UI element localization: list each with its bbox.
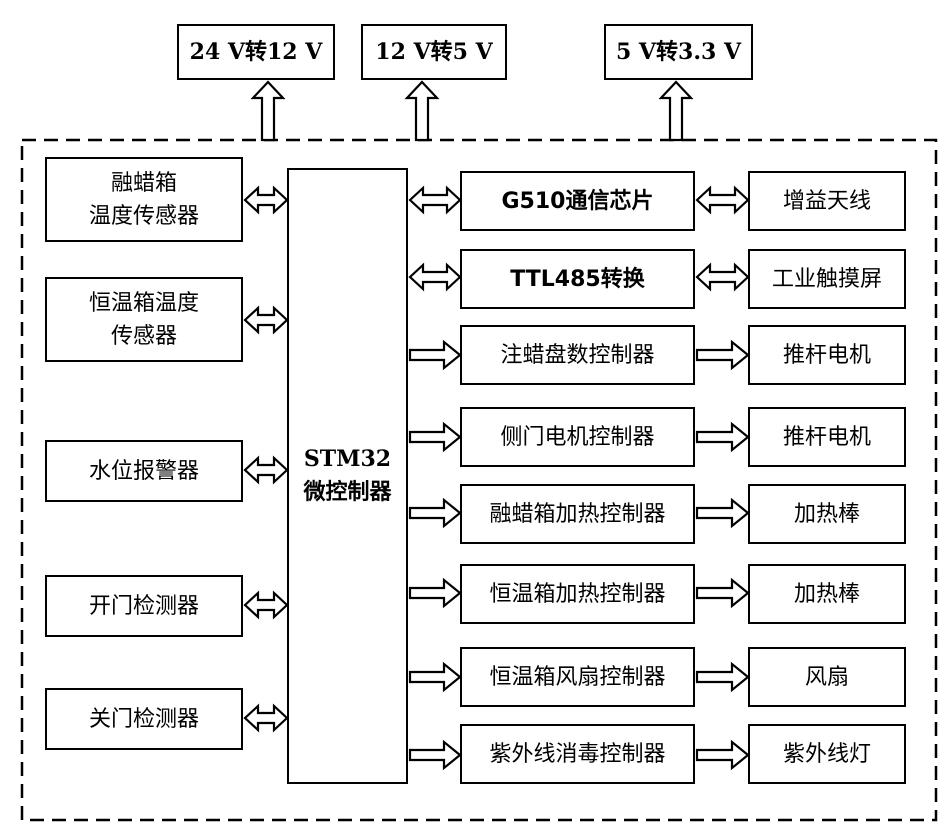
industrial-touchscreen: 工业触摸屏 <box>748 249 906 309</box>
power-arrow-12v <box>404 80 440 142</box>
actuator-arrow <box>695 577 750 609</box>
uv-disinfection-controller: 紫外线消毒控制器 <box>460 724 695 784</box>
side-door-motor-controller: 侧门电机控制器 <box>460 407 695 467</box>
control-arrow <box>408 497 462 529</box>
system-boundary <box>20 138 938 822</box>
control-arrow <box>408 339 462 371</box>
heating-rod: 加热棒 <box>748 484 906 544</box>
door-open-detector: 开门检测器 <box>45 575 243 637</box>
wax-box-heating-controller: 融蜡箱加热控制器 <box>460 484 695 544</box>
actuator-arrow <box>695 661 750 693</box>
wax-tray-count-controller: 注蜡盘数控制器 <box>460 325 695 385</box>
control-arrow <box>408 421 462 453</box>
actuator-arrow <box>695 339 750 371</box>
comm-link-arrow <box>408 185 462 215</box>
power-arrow-5v <box>658 80 694 142</box>
sensor-link-arrow <box>243 455 289 485</box>
fan: 风扇 <box>748 647 906 707</box>
power-arrow-24v <box>250 80 286 142</box>
actuator-arrow <box>695 739 750 771</box>
actuator-arrow <box>695 421 750 453</box>
sensor-link-arrow <box>243 590 289 620</box>
actuator-arrow <box>695 497 750 529</box>
water-level-alarm: 水位报警器 <box>45 440 243 502</box>
sensor-link-arrow <box>243 185 289 215</box>
peripheral-link-arrow <box>695 262 750 292</box>
control-arrow <box>408 739 462 771</box>
incubator-heating-controller: 恒温箱加热控制器 <box>460 564 695 624</box>
heating-rod: 加热棒 <box>748 564 906 624</box>
ttl485-converter: TTL485转换 <box>460 249 695 309</box>
door-close-detector: 关门检测器 <box>45 688 243 750</box>
stm32-microcontroller: STM32 微控制器 <box>287 168 408 784</box>
comm-link-arrow <box>408 262 462 292</box>
power-12v-to-5v: 12 V转5 V <box>361 24 507 80</box>
control-arrow <box>408 577 462 609</box>
push-rod-motor: 推杆电机 <box>748 325 906 385</box>
sensor-link-arrow <box>243 305 289 335</box>
g510-communication-chip: G510通信芯片 <box>460 171 695 231</box>
incubator-temperature-sensor: 恒温箱温度 传感器 <box>45 277 243 362</box>
sensor-link-arrow <box>243 703 289 733</box>
power-5v-to-3v3: 5 V转3.3 V <box>604 24 753 80</box>
push-rod-motor: 推杆电机 <box>748 407 906 467</box>
power-24v-to-12v: 24 V转12 V <box>177 24 335 80</box>
control-arrow <box>408 661 462 693</box>
peripheral-link-arrow <box>695 185 750 215</box>
gain-antenna: 增益天线 <box>748 171 906 231</box>
incubator-fan-controller: 恒温箱风扇控制器 <box>460 647 695 707</box>
wax-box-temperature-sensor: 融蜡箱 温度传感器 <box>45 157 243 242</box>
uv-lamp: 紫外线灯 <box>748 724 906 784</box>
